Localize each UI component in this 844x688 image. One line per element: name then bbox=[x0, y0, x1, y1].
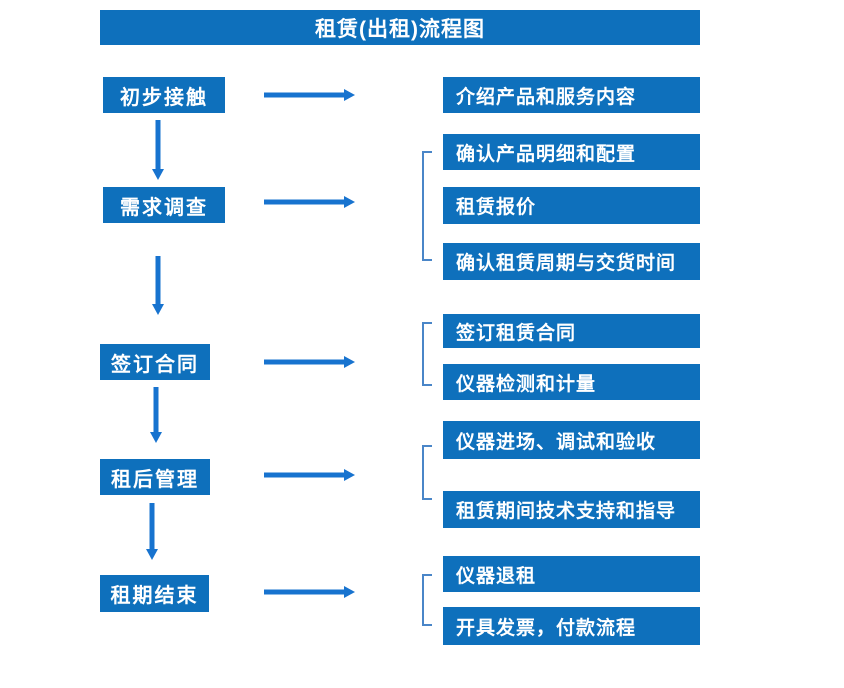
right-arrow-stage5 bbox=[264, 586, 355, 598]
output-box-instrument-setup-acceptance: 仪器进场、调试和验收 bbox=[443, 421, 700, 459]
output-box-instrument-inspection: 仪器检测和计量 bbox=[443, 364, 700, 400]
stage-box-demand-survey: 需求调查 bbox=[103, 187, 225, 223]
output-box-technical-support: 租赁期间技术支持和指导 bbox=[443, 491, 700, 528]
stage-box-sign-contract: 签订合同 bbox=[100, 344, 210, 380]
down-arrow-stage1-stage2 bbox=[152, 120, 164, 180]
bracket-group-stage2-outputs bbox=[422, 151, 432, 261]
output-box-sign-rental-contract: 签订租赁合同 bbox=[443, 314, 700, 348]
down-arrow-stage4-stage5 bbox=[146, 503, 158, 560]
output-box-instrument-return: 仪器退租 bbox=[443, 556, 700, 592]
down-arrow-stage2-stage3 bbox=[152, 256, 164, 315]
stage-box-initial-contact: 初步接触 bbox=[103, 77, 225, 113]
output-box-confirm-rental-period: 确认租赁周期与交货时间 bbox=[443, 243, 700, 280]
right-arrow-stage1 bbox=[264, 89, 355, 101]
output-box-rental-quotation: 租赁报价 bbox=[443, 187, 700, 224]
flowchart-title: 租赁(出租)流程图 bbox=[100, 10, 700, 45]
output-box-invoice-payment: 开具发票，付款流程 bbox=[443, 607, 700, 645]
output-box-confirm-product-details: 确认产品明细和配置 bbox=[443, 134, 700, 170]
bracket-group-stage5-outputs bbox=[422, 574, 432, 626]
right-arrow-stage3 bbox=[264, 356, 355, 368]
down-arrow-stage3-stage4 bbox=[150, 387, 162, 443]
stage-box-post-rental-management: 租后管理 bbox=[100, 459, 210, 495]
bracket-group-stage3-outputs bbox=[422, 322, 432, 386]
output-box-introduce-products: 介绍产品和服务内容 bbox=[443, 77, 700, 113]
right-arrow-stage2 bbox=[264, 196, 355, 208]
bracket-group-stage4-outputs bbox=[422, 445, 432, 500]
right-arrow-stage4 bbox=[264, 469, 355, 481]
stage-box-rental-end: 租期结束 bbox=[100, 575, 209, 612]
